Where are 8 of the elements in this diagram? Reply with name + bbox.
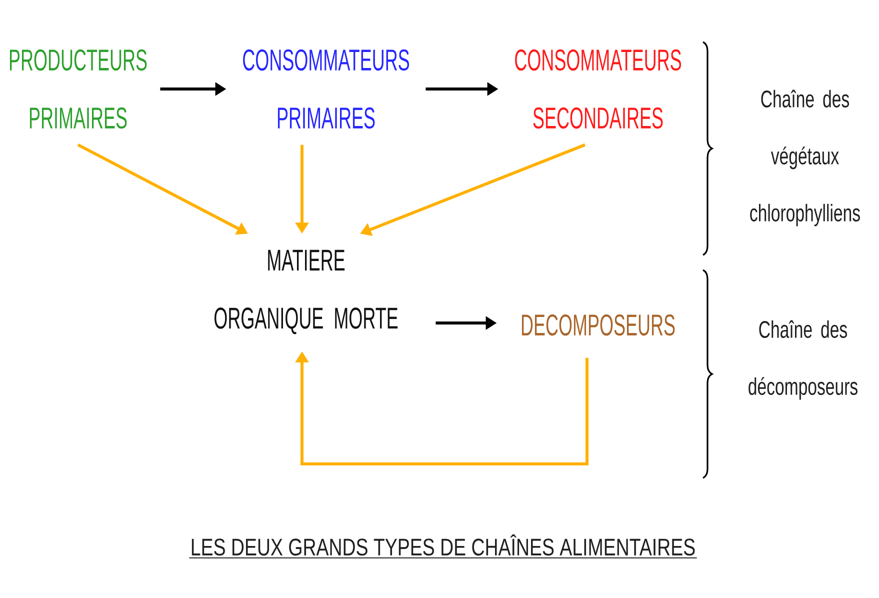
brace-label: Chaîne des décomposeurs [748,320,858,400]
trophic-level-label: CONSOMMATEURS PRIMAIRES [243,49,410,129]
trophic-level-label: CONSOMMATEURS SECONDAIRES [515,49,682,129]
trophic-level-label: PRODUCTEURS PRIMAIRES [10,49,147,129]
trophic-level-label: DECOMPOSEURS [522,314,675,336]
brace-label: Chaîne des végétaux chlorophylliens [750,90,860,226]
caption: LES DEUX GRANDS TYPES DE CHAÎNES ALIMENTAIRES [189,534,697,558]
trophic-level-label: MATIERE ORGANIQUE MORTE [214,250,398,334]
